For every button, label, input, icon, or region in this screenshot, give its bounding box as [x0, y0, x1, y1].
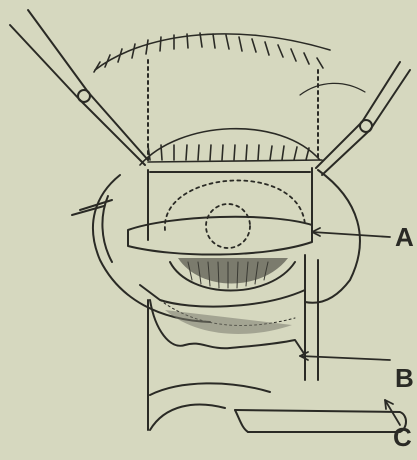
left-forceps	[10, 10, 148, 165]
lower-lid	[140, 285, 305, 355]
label-a: A	[395, 224, 414, 250]
cornea-outline	[165, 180, 305, 248]
lid-flap	[128, 168, 312, 255]
label-c: C	[393, 424, 412, 450]
label-leaders	[300, 228, 400, 425]
eyebrow	[94, 33, 365, 95]
upper-eyelid	[140, 129, 322, 165]
iris	[170, 258, 295, 291]
label-b: B	[395, 365, 414, 391]
right-forceps	[316, 62, 410, 175]
eye-socket	[72, 170, 360, 322]
